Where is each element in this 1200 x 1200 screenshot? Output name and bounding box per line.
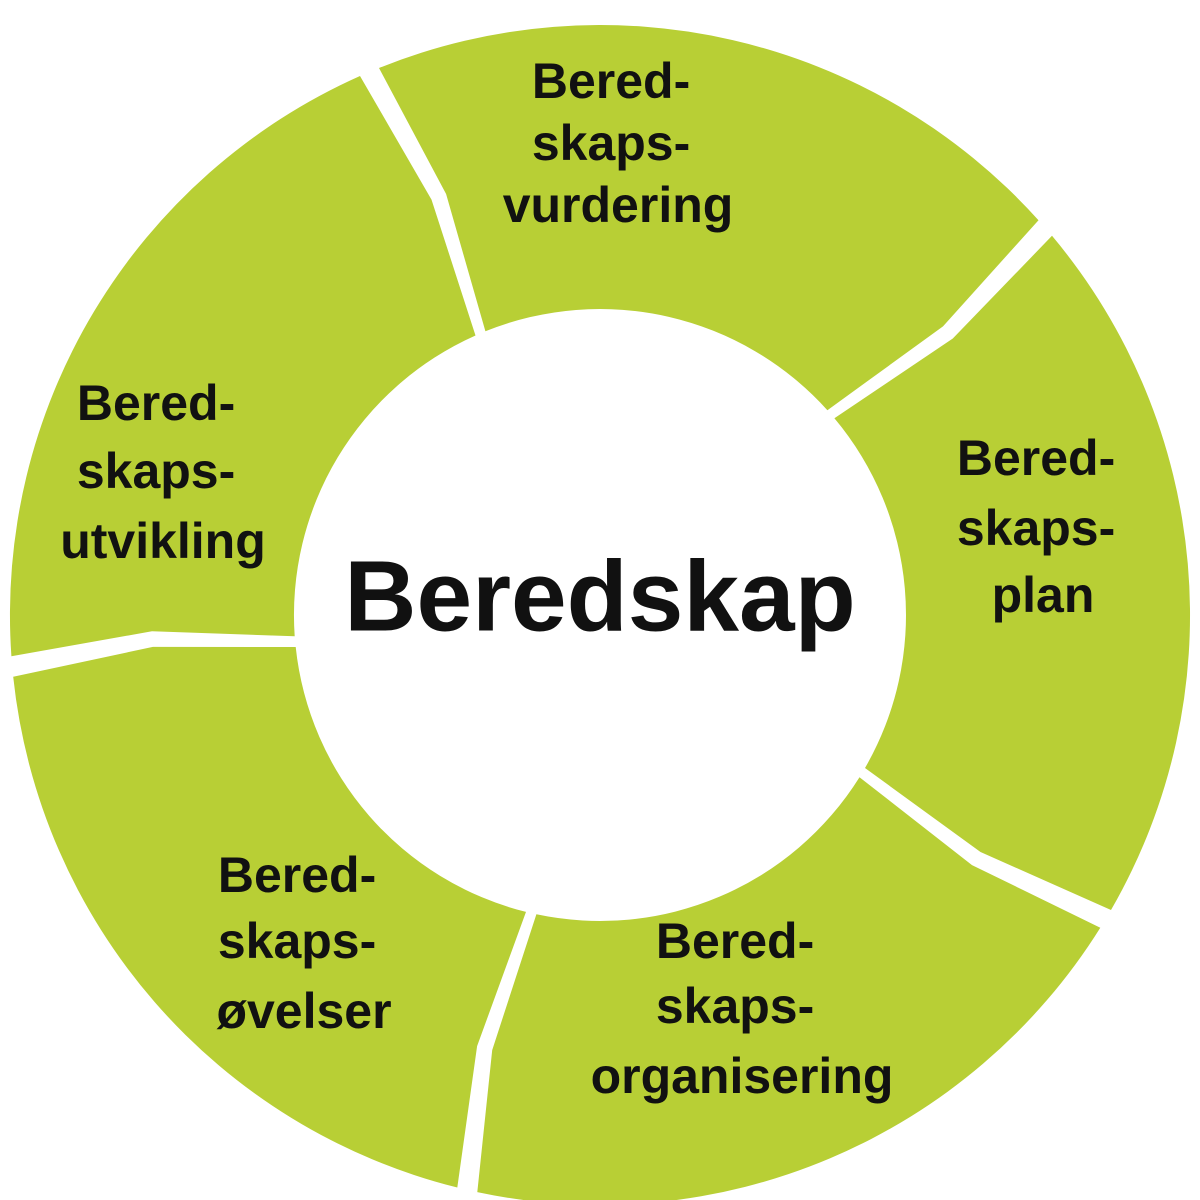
segment-vurdering xyxy=(379,25,1039,411)
segment-organisering xyxy=(477,777,1101,1200)
segment-utvikling xyxy=(9,76,476,657)
segment-label-utvikling: Bered- skaps- utvikling xyxy=(60,375,266,569)
segment-label-plan: Bered- skaps- plan xyxy=(957,430,1129,623)
segment-ovelser xyxy=(13,646,526,1188)
segment-label-vurdering: Bered- skaps- vurdering xyxy=(503,53,734,233)
cycle-segments xyxy=(9,25,1191,1200)
center-label: Beredskap xyxy=(344,540,855,652)
segment-label-ovelser: Bered- skaps- øvelser xyxy=(216,847,391,1039)
segment-label-organisering: Bered- skaps- organisering xyxy=(591,913,894,1104)
segment-labels: Bered- skaps- vurdering Bered- skaps- pl… xyxy=(60,53,1129,1104)
segment-plan xyxy=(834,235,1191,911)
